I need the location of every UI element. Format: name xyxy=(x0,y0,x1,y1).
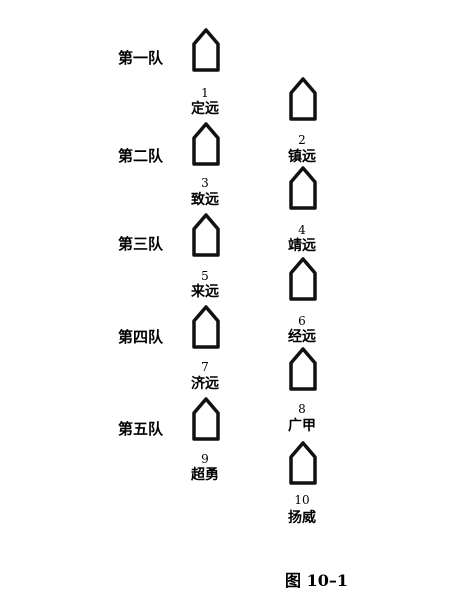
ship-2-hull-icon xyxy=(289,77,317,121)
ship-10: 10 扬威 xyxy=(288,441,317,526)
ship-7-name: 济远 xyxy=(191,375,219,392)
ship-3-name: 致远 xyxy=(191,191,219,208)
ship-9-number: 9 xyxy=(201,452,209,466)
ship-6: 6 经远 xyxy=(288,257,317,345)
figure-caption: 图 10–1 xyxy=(285,571,348,590)
squad-label-3: 第三队 xyxy=(118,235,164,253)
ship-6-name: 经远 xyxy=(288,328,316,345)
ship-2-number: 2 xyxy=(298,133,306,147)
ship-4-hull-icon xyxy=(289,166,317,210)
ship-6-number: 6 xyxy=(298,314,306,328)
ship-7: 7 济远 xyxy=(191,305,220,392)
ship-3-number: 3 xyxy=(201,176,209,190)
ship-5: 5 来远 xyxy=(190,213,220,300)
ship-3-hull-icon xyxy=(192,122,220,166)
ship-5-name: 来远 xyxy=(190,284,219,300)
ship-1-hull-icon xyxy=(192,28,220,72)
squad-label-1: 第一队 xyxy=(118,49,164,67)
ship-7-number: 7 xyxy=(201,360,209,374)
ship-10-number: 10 xyxy=(294,493,309,507)
ship-1-name: 定远 xyxy=(191,100,219,117)
ship-9-hull-icon xyxy=(192,397,220,441)
ship-5-number: 5 xyxy=(201,269,209,283)
ship-10-hull-icon xyxy=(289,441,317,485)
ship-8: 8 广甲 xyxy=(288,347,317,434)
ship-3: 3 致远 xyxy=(191,122,220,208)
squad-label-2: 第二队 xyxy=(118,147,164,165)
ship-2: 2 镇远 xyxy=(288,77,317,165)
ship-4-number: 4 xyxy=(298,223,306,237)
ship-6-hull-icon xyxy=(289,257,317,301)
ship-10-name: 扬威 xyxy=(288,509,316,526)
ship-9-name: 超勇 xyxy=(190,466,219,483)
ship-2-name: 镇远 xyxy=(288,148,316,165)
ship-8-number: 8 xyxy=(298,402,306,416)
ship-1-number: 1 xyxy=(201,86,209,100)
ship-5-hull-icon xyxy=(192,213,220,257)
squad-label-5: 第五队 xyxy=(118,420,164,438)
ship-4: 4 靖远 xyxy=(288,166,317,254)
ship-1: 1 定远 xyxy=(191,28,220,117)
ship-4-name: 靖远 xyxy=(288,237,316,254)
squad-label-4: 第四队 xyxy=(118,328,164,346)
ship-8-name: 广甲 xyxy=(288,417,316,434)
ship-8-hull-icon xyxy=(289,347,317,391)
ship-9: 9 超勇 xyxy=(190,397,220,483)
ship-7-hull-icon xyxy=(192,305,220,349)
